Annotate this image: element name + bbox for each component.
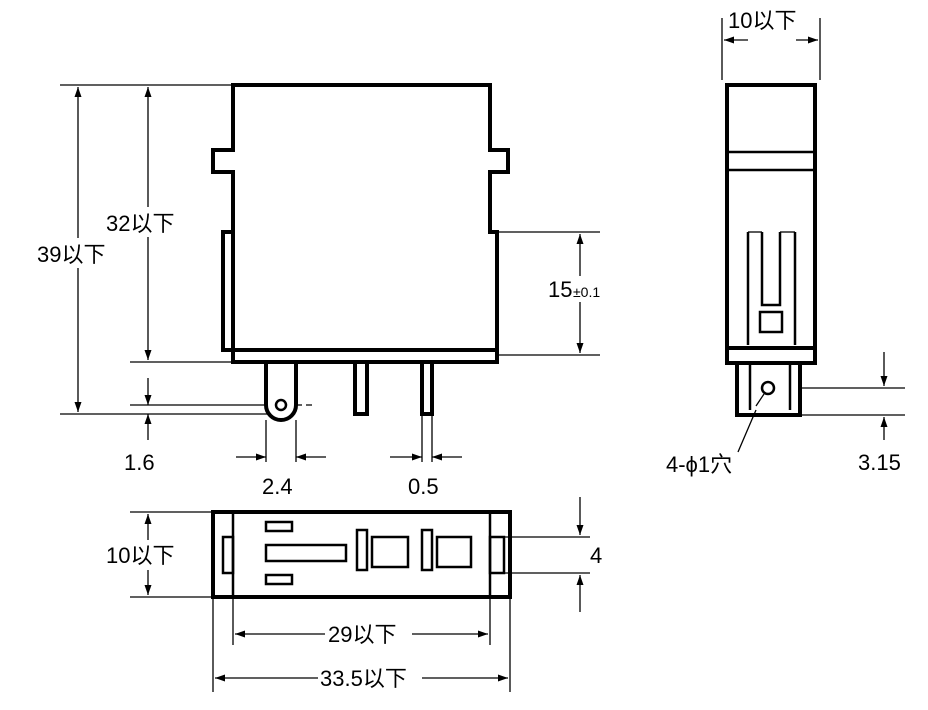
side-dims: 10以下 3.15 4-ϕ1穴	[666, 8, 905, 477]
label-slot-width: 4	[590, 543, 602, 568]
label-pin-height: 15	[548, 277, 572, 302]
bottom-view	[211, 510, 512, 599]
label-depth-front: 10以下	[106, 543, 174, 568]
front-view	[211, 83, 510, 422]
label-length-total: 33.5以下	[320, 666, 407, 691]
front-pin-right	[420, 360, 434, 416]
bottom-terminal-square-1	[370, 535, 410, 569]
side-terminal	[735, 363, 802, 417]
front-left-bump	[221, 230, 233, 352]
bottom-dims: 10以下 4 29以下 33.5以下	[104, 497, 602, 692]
label-hole-height: 3.15	[858, 450, 901, 475]
side-view	[725, 83, 817, 417]
label-pin-height-tol: ±0.1	[573, 284, 600, 300]
label-pin-offset: 1.6	[124, 450, 155, 475]
bottom-terminal-small-bottom	[264, 573, 294, 586]
bottom-body-outline	[211, 510, 512, 599]
label-depth-top: 10以下	[728, 8, 796, 33]
front-terminal-tab	[264, 362, 298, 422]
label-pin-thickness: 0.5	[408, 474, 439, 499]
side-terminal-hole	[760, 380, 776, 396]
front-15-dim: 15 ±0.1	[497, 231, 620, 356]
side-slot	[746, 232, 797, 345]
label-height-total: 39以下	[37, 242, 105, 267]
bottom-terminal-long	[264, 543, 348, 563]
label-hole-spec: 4-ϕ1穴	[666, 452, 732, 477]
front-pin-dims: 2.4 0.5	[236, 414, 462, 499]
bottom-terminal-small-top	[264, 520, 294, 533]
front-terminal-hole	[274, 398, 288, 412]
hole-leader-line	[737, 409, 757, 453]
label-length-inner: 29以下	[328, 622, 396, 647]
front-pin-middle	[353, 360, 369, 416]
front-body-outline	[211, 83, 510, 364]
front-height-dims: 39以下 32以下 1.6	[34, 84, 268, 475]
label-pin-width: 2.4	[262, 474, 293, 499]
side-body-outline	[725, 83, 817, 365]
bottom-terminal-square-2	[435, 535, 473, 569]
label-height-body: 32以下	[106, 211, 174, 236]
